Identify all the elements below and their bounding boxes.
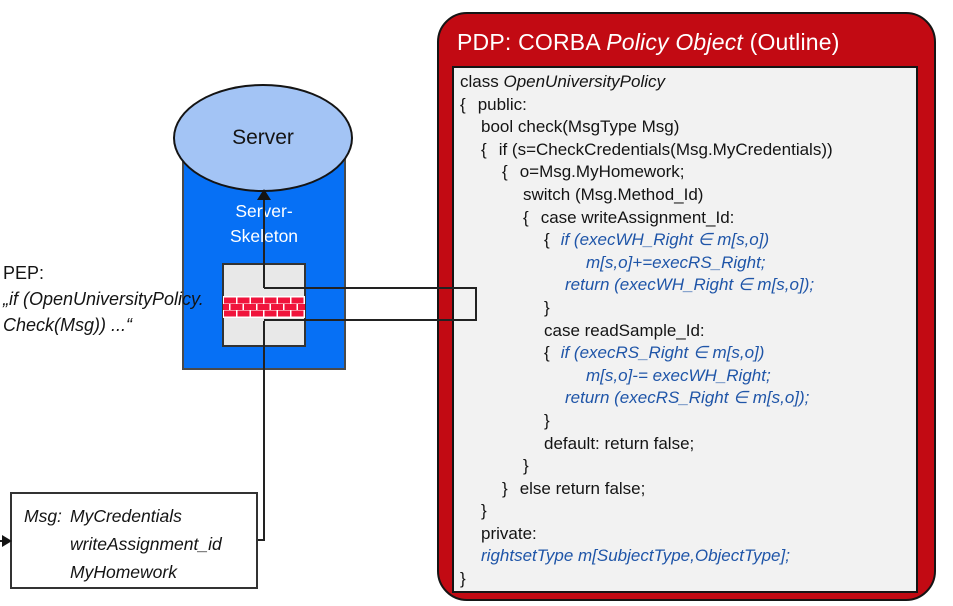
code-segment: return (execRS_Right ∈ m[s,o]); bbox=[565, 388, 810, 408]
arrow-up-line bbox=[263, 199, 265, 288]
firewall-brick-icon bbox=[217, 296, 310, 318]
code-segment: { bbox=[523, 207, 529, 227]
code-segment: else return false; bbox=[519, 478, 646, 498]
msg-item-homework: MyHomework bbox=[70, 562, 177, 582]
code-line: { if (execRS_Right ∈ m[s,o]) bbox=[460, 342, 916, 365]
code-segment: public: bbox=[477, 94, 527, 114]
pdp-title: PDP: CORBA Policy Object (Outline) bbox=[457, 29, 840, 56]
arrow-right-icon bbox=[2, 535, 12, 547]
code-line: } bbox=[460, 297, 916, 320]
code-segment: { bbox=[544, 343, 550, 363]
code-line: { if (s=CheckCredentials(Msg.MyCredential… bbox=[460, 139, 916, 162]
server-ellipse: Server bbox=[173, 84, 353, 192]
code-segment: { bbox=[460, 94, 466, 114]
policy-code-panel: class OpenUniversityPolicy{public:bool c… bbox=[452, 66, 918, 593]
code-line: { o=Msg.MyHomework; bbox=[460, 161, 916, 184]
code-line: } else return false; bbox=[460, 478, 916, 501]
code-segment: } bbox=[460, 569, 466, 589]
code-segment: { bbox=[544, 230, 550, 250]
code-line: private: bbox=[460, 523, 916, 546]
code-line: class OpenUniversityPolicy bbox=[460, 71, 916, 94]
code-line: case readSample_Id: bbox=[460, 320, 916, 343]
msg-connector-line bbox=[263, 321, 265, 541]
code-line: } bbox=[460, 410, 916, 433]
code-segment: if (execWH_Right ∈ m[s,o]) bbox=[560, 230, 770, 250]
code-line: { public: bbox=[460, 94, 916, 117]
code-segment: if (s=CheckCredentials(Msg.MyCredentials… bbox=[498, 139, 833, 159]
code-line: m[s,o]+=execRS_Right; bbox=[460, 252, 916, 275]
code-line: } bbox=[460, 500, 916, 523]
msg-box: Msg: MyCredentials writeAssignment_id MyH… bbox=[10, 492, 258, 589]
code-segment: private: bbox=[481, 523, 537, 543]
code-line: return (execRS_Right ∈ m[s,o]); bbox=[460, 387, 916, 410]
code-segment: { bbox=[502, 162, 508, 182]
code-segment: } bbox=[502, 478, 508, 498]
interception-channel-rect bbox=[264, 287, 477, 321]
pdp-title-emphasis: Policy Object bbox=[606, 29, 744, 55]
code-segment: rightsetType m[SubjectType,ObjectType]; bbox=[481, 546, 790, 566]
code-segment: if (execRS_Right ∈ m[s,o]) bbox=[560, 343, 765, 363]
code-segment: bool check(MsgType Msg) bbox=[481, 117, 680, 137]
msg-connector-elbow bbox=[255, 539, 265, 541]
msg-row-credentials: Msg: MyCredentials bbox=[24, 502, 256, 530]
pdp-title-suffix: (Outline) bbox=[743, 29, 840, 55]
code-segment: default: return false; bbox=[544, 433, 695, 453]
code-segment: } bbox=[523, 456, 529, 476]
pdp-title-prefix: PDP: CORBA bbox=[457, 29, 607, 55]
code-segment: return (execWH_Right ∈ m[s,o]); bbox=[565, 275, 815, 295]
code-line: rightsetType m[SubjectType,ObjectType]; bbox=[460, 545, 916, 568]
msg-item-method: writeAssignment_id bbox=[70, 534, 222, 554]
server-label: Server bbox=[232, 126, 294, 149]
code-segment: o=Msg.MyHomework; bbox=[519, 162, 685, 182]
code-segment: case writeAssignment_Id: bbox=[540, 207, 735, 227]
pep-code-line2: Check(Msg)) ...“ bbox=[3, 315, 133, 335]
code-line: return (execWH_Right ∈ m[s,o]); bbox=[460, 274, 916, 297]
code-segment: OpenUniversityPolicy bbox=[503, 72, 666, 91]
code-lines: class OpenUniversityPolicy{public:bool c… bbox=[460, 71, 916, 591]
code-line: bool check(MsgType Msg) bbox=[460, 116, 916, 139]
code-line: switch (Msg.Method_Id) bbox=[460, 184, 916, 207]
code-segment: } bbox=[544, 297, 550, 317]
code-line: { case writeAssignment_Id: bbox=[460, 207, 916, 230]
code-segment: { bbox=[481, 139, 487, 159]
pep-label: PEP: bbox=[3, 263, 45, 283]
arrow-up-icon bbox=[257, 189, 271, 200]
code-segment: m[s,o]-= execWH_Right; bbox=[586, 365, 771, 385]
code-segment: } bbox=[544, 410, 550, 430]
code-line: m[s,o]-= execWH_Right; bbox=[460, 365, 916, 388]
msg-row-method: writeAssignment_id bbox=[24, 530, 256, 558]
pep-code-line1: „if (OpenUniversityPolicy. bbox=[3, 289, 204, 309]
code-segment: case readSample_Id: bbox=[544, 320, 705, 340]
msg-row-homework: MyHomework bbox=[24, 558, 256, 586]
code-line: } bbox=[460, 455, 916, 478]
code-line: } bbox=[460, 568, 916, 591]
code-segment: class bbox=[460, 72, 504, 91]
code-line: default: return false; bbox=[460, 433, 916, 456]
msg-item-credentials: MyCredentials bbox=[70, 506, 182, 526]
pep-annotation: PEP: „if (OpenUniversityPolicy. Check(Ms… bbox=[3, 260, 204, 338]
code-segment: } bbox=[481, 501, 487, 521]
code-segment: m[s,o]+=execRS_Right; bbox=[586, 252, 766, 272]
msg-label: Msg: bbox=[24, 506, 62, 526]
code-segment: switch (Msg.Method_Id) bbox=[523, 184, 704, 204]
code-line: { if (execWH_Right ∈ m[s,o]) bbox=[460, 229, 916, 252]
